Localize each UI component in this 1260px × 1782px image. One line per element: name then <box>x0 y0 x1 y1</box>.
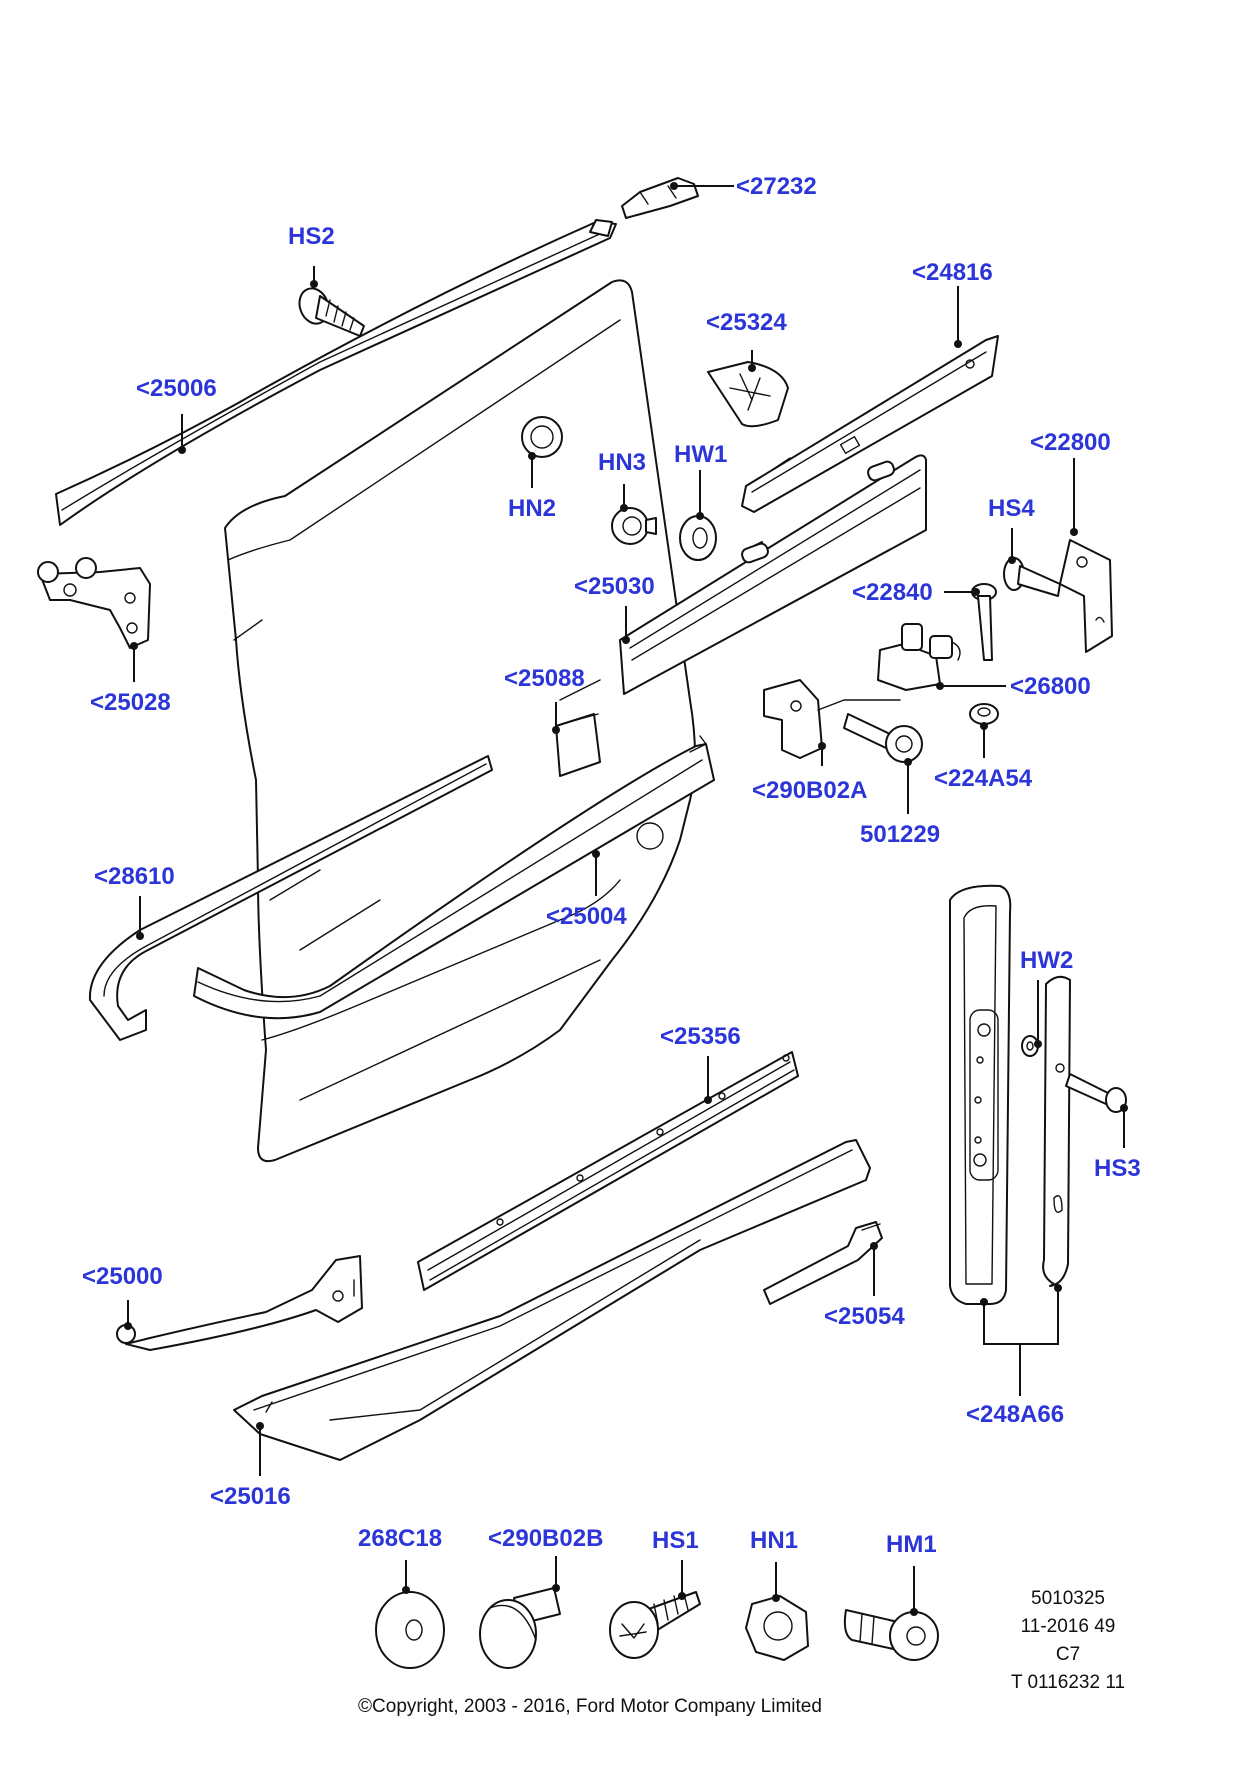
bracket-22800 <box>1059 539 1113 653</box>
callout-hs2: HS2 <box>288 223 335 250</box>
screw-hs3 <box>1065 1073 1127 1113</box>
copyright-text: ©Copyright, 2003 - 2016, Ford Motor Comp… <box>358 1696 822 1717</box>
washer-hw2 <box>1021 1035 1039 1057</box>
bolt-hs4 <box>1003 557 1061 597</box>
callout-25004: <25004 <box>546 903 627 930</box>
screw-hs2 <box>298 287 365 337</box>
ref-line-4: T 0116232 11 <box>1011 1672 1125 1693</box>
clip-27232 <box>621 177 699 219</box>
callout-25028: <25028 <box>90 689 171 716</box>
washer-268c18 <box>375 1591 445 1669</box>
callout-hn2: HN2 <box>508 495 556 522</box>
callout-labels: <27232 HS2 <24816 <25324 <25006 HN2 HN3 … <box>82 173 1141 1558</box>
nut-hn1 <box>745 1595 809 1661</box>
callout-25324: <25324 <box>706 309 787 336</box>
callout-26800: <26800 <box>1010 673 1091 700</box>
bushing-224a54 <box>969 703 999 725</box>
callout-25030: <25030 <box>574 573 655 600</box>
seal-28610 <box>88 755 493 1041</box>
callout-224a54: <224A54 <box>934 765 1033 792</box>
nut-hn2 <box>521 416 563 458</box>
callout-248a66: <248A66 <box>966 1401 1064 1428</box>
bracket-25324 <box>707 361 789 428</box>
callout-hs3: HS3 <box>1094 1155 1141 1182</box>
callout-hs4: HS4 <box>988 495 1035 522</box>
nut-hn3 <box>611 507 657 545</box>
callout-25356: <25356 <box>660 1023 741 1050</box>
callout-25000: <25000 <box>82 1263 163 1290</box>
pin-22840 <box>971 583 997 661</box>
callout-25016: <25016 <box>210 1483 291 1510</box>
pillar-trim-inner <box>1042 975 1071 1287</box>
callout-hn1: HN1 <box>750 1527 798 1554</box>
callout-290b02a: <290B02A <box>752 777 867 804</box>
leader-lines <box>124 182 1128 1616</box>
callout-290b02b: <290B02B <box>488 1525 603 1552</box>
rail-24816 <box>741 335 999 513</box>
roller-arm-25000 <box>116 1255 363 1351</box>
callout-25054: <25054 <box>824 1303 905 1330</box>
callout-501229: 501229 <box>860 821 940 848</box>
callout-27232: <27232 <box>736 173 817 200</box>
callout-25088: <25088 <box>504 665 585 692</box>
bumper-290b02a <box>763 679 901 759</box>
door-panel <box>224 279 696 1163</box>
trim-bar-25030 <box>619 454 927 695</box>
roller-25028 <box>37 557 151 649</box>
rail-25356 <box>417 1051 799 1291</box>
bumper-290b02b <box>479 1587 561 1669</box>
callout-24816: <24816 <box>912 259 993 286</box>
lower-rail-25016 <box>233 1139 871 1461</box>
callout-hn3: HN3 <box>598 449 646 476</box>
ref-line-2: 11-2016 49 <box>1021 1616 1116 1637</box>
washer-hw1 <box>679 515 717 561</box>
hinge-26800 <box>877 623 961 691</box>
callout-28610: <28610 <box>94 863 175 890</box>
pillar-trim-outer <box>949 884 1012 1305</box>
link-25054 <box>763 1221 883 1305</box>
ref-line-3: C7 <box>1056 1644 1080 1665</box>
callout-hw2: HW2 <box>1020 947 1073 974</box>
block-25088 <box>555 713 601 777</box>
callout-25006: <25006 <box>136 375 217 402</box>
callout-hw1: HW1 <box>674 441 727 468</box>
callout-22800: <22800 <box>1030 429 1111 456</box>
callout-268c18: 268C18 <box>358 1525 442 1552</box>
ref-line-1: 5010325 <box>1031 1588 1105 1609</box>
bolt-hm1 <box>843 1609 939 1661</box>
callout-hm1: HM1 <box>886 1531 937 1558</box>
reference-block: 5010325 11-2016 49 C7 T 0116232 11 <box>1011 1588 1125 1693</box>
screw-hs1 <box>609 1591 701 1659</box>
bolt-501229 <box>843 713 923 763</box>
callout-22840: <22840 <box>852 579 933 606</box>
trim-rail-25004 <box>193 735 715 1020</box>
callout-hs1: HS1 <box>652 1527 699 1554</box>
